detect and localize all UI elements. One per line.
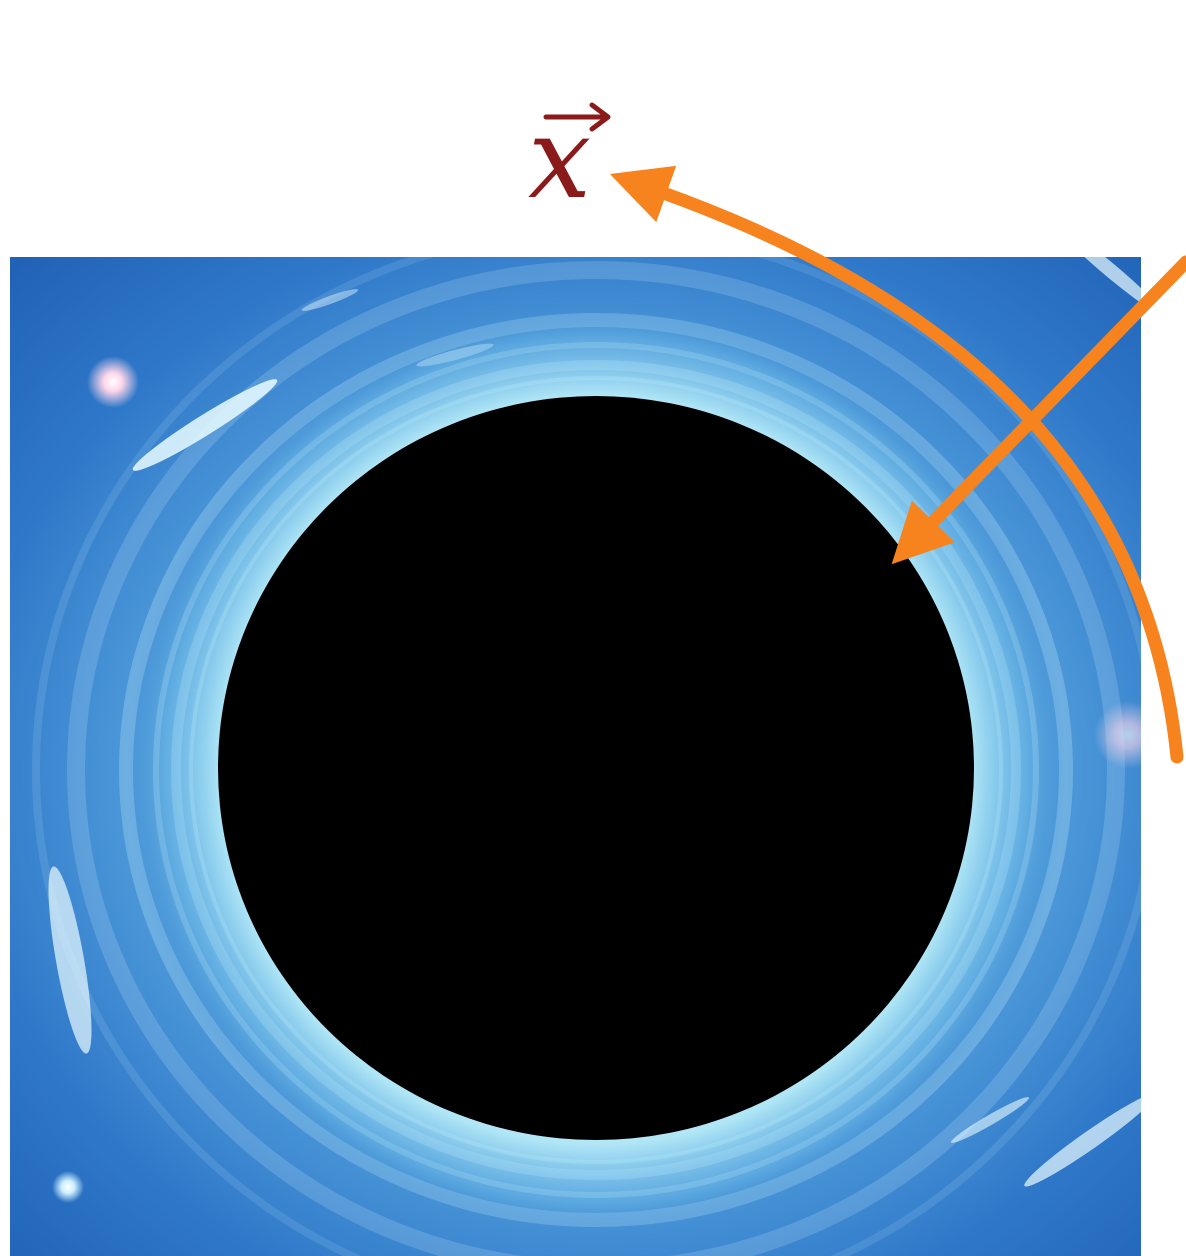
vector-x-symbol: x	[528, 94, 592, 224]
vector-arrow-icon	[543, 102, 611, 132]
star	[1094, 701, 1141, 769]
light-streaks	[48, 257, 1141, 1187]
straight-arrow-to-horizon	[891, 255, 1186, 565]
event-horizon	[218, 396, 974, 1140]
star	[52, 1171, 84, 1203]
vector-x-label: x	[528, 95, 618, 225]
black-hole-image	[10, 257, 1141, 1256]
star	[87, 356, 139, 408]
